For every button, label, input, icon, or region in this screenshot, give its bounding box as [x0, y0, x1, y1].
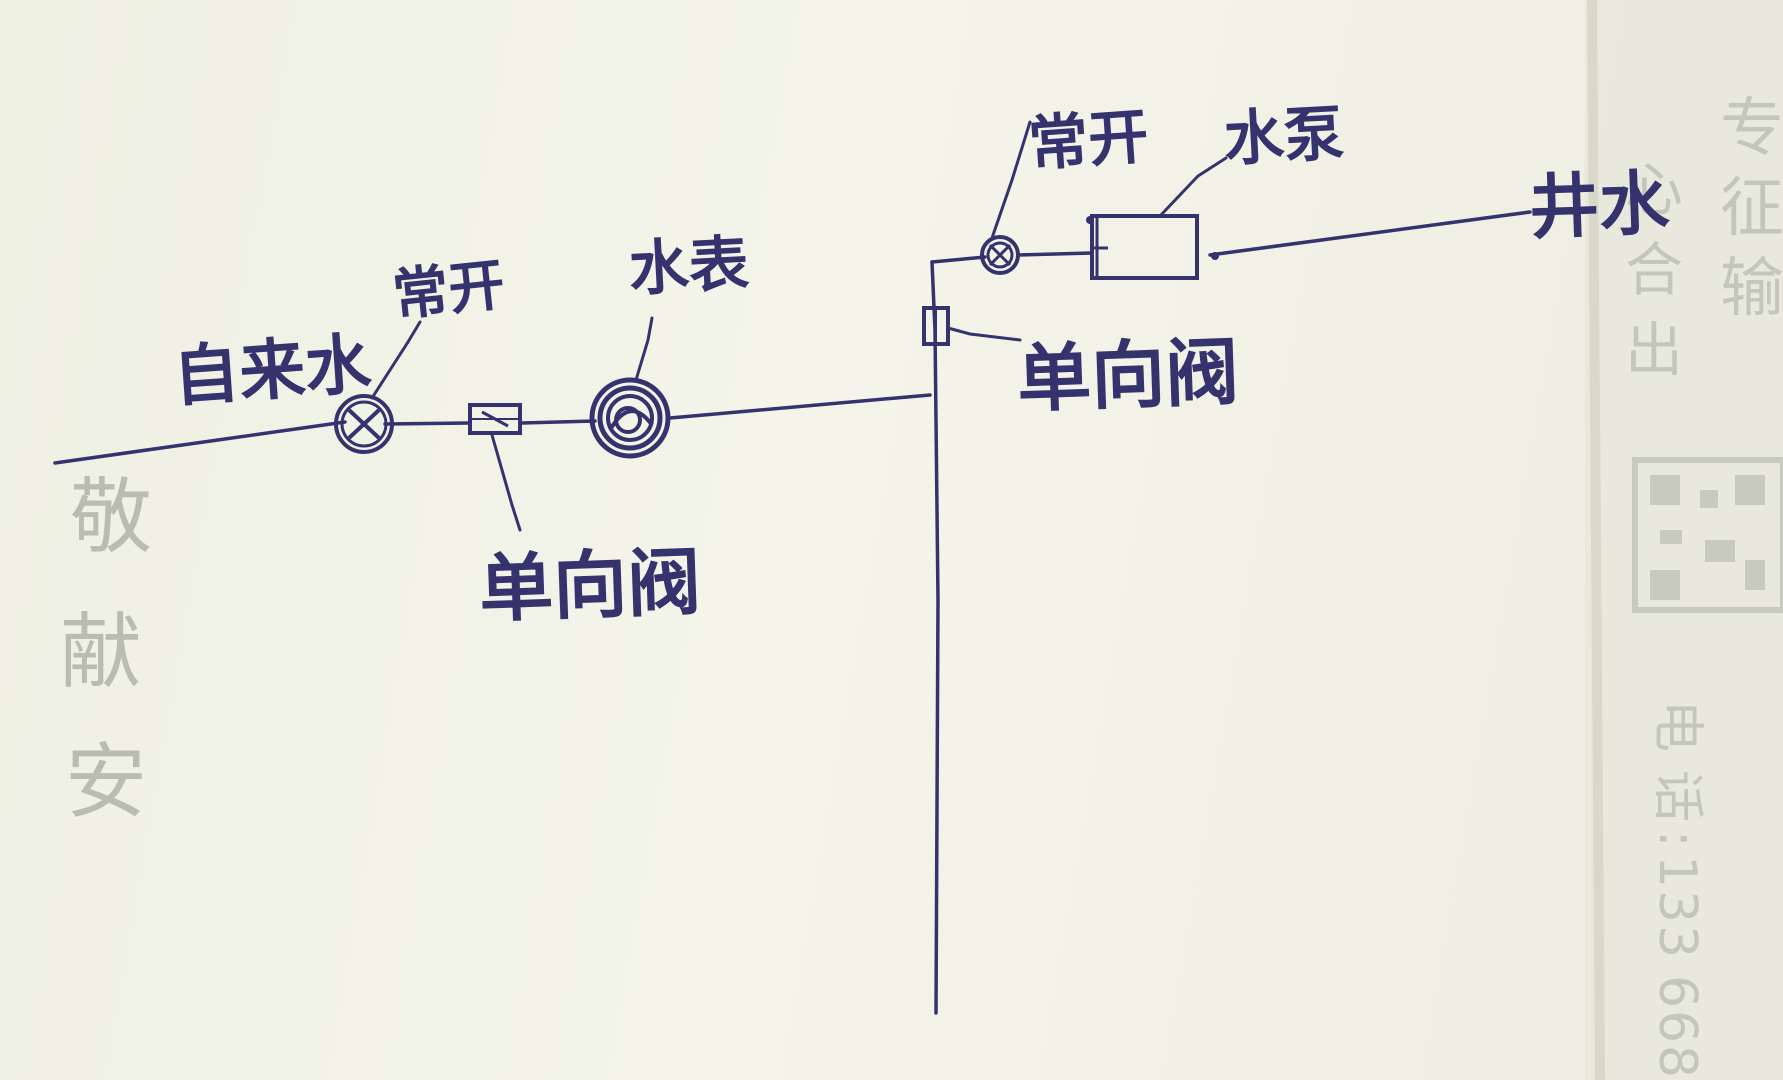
bleed-char: 征	[1720, 172, 1783, 246]
leader-line	[490, 433, 522, 532]
check-valve-right-symbol	[922, 306, 950, 346]
leader-line	[1158, 156, 1228, 218]
bleed-char: 心	[1625, 156, 1683, 224]
bleed-char: :	[1647, 830, 1707, 848]
label-tap-water: 自来水	[171, 325, 375, 416]
water-pump-symbol	[1086, 214, 1219, 280]
bleed-char: 献	[60, 605, 142, 700]
leader-line	[990, 120, 1032, 240]
leader-line	[946, 326, 1022, 342]
bleed-phone-line: 电 话 : 1 3 3 6 6 8 1	[1647, 700, 1707, 1078]
label-water-meter: 水表	[627, 229, 750, 305]
paper-fold-shadow	[1585, 0, 1783, 1080]
leader-line	[634, 316, 654, 382]
bleed-char: 1	[1647, 855, 1707, 888]
bleed-char: 3	[1647, 890, 1707, 923]
bleed-char: 敬	[70, 470, 152, 565]
bleed-through-left: 敬 献 安	[60, 470, 152, 830]
label-check-valve-left: 单向阀	[478, 539, 703, 633]
pipe-riser	[930, 260, 940, 1015]
bleed-char: 合	[1625, 236, 1683, 304]
pipes	[53, 210, 1532, 1015]
label-check-valve-right: 单向阀	[1016, 329, 1241, 423]
pipe-tap-inlet	[53, 420, 347, 465]
bleed-char: 8	[1647, 1045, 1707, 1078]
pipe-segment	[1016, 251, 1094, 257]
paper-fold-line	[1587, 0, 1605, 1080]
water-meter-symbol	[589, 377, 671, 459]
pipe-segment	[930, 255, 987, 264]
pipe-segment	[520, 419, 597, 425]
leader-line	[370, 320, 422, 400]
normally-open-valve-right	[980, 235, 1020, 275]
pipe-to-junction	[668, 393, 932, 420]
bleed-through-right: 专 征 输 心 合 出 电 话 : 1 3	[1625, 92, 1783, 1078]
label-normally-open-left: 常开	[390, 253, 508, 329]
bleed-char: 安	[65, 735, 147, 830]
pipe-segment	[383, 421, 472, 426]
bleed-char: 出	[1625, 316, 1683, 384]
bleed-char: 话	[1647, 770, 1707, 822]
bleed-char: 6	[1647, 975, 1707, 1008]
pipe-well-inlet	[1208, 210, 1532, 257]
check-valve-left-symbol	[468, 403, 522, 435]
bleed-char: 6	[1647, 1010, 1707, 1043]
bleed-char: 电	[1647, 700, 1707, 752]
label-well-water: 井水	[1528, 162, 1672, 249]
bleed-qr-code	[1632, 457, 1783, 613]
bleed-char: 3	[1647, 925, 1707, 958]
label-normally-open-right: 常开	[1026, 102, 1151, 180]
normally-open-valve-left	[334, 394, 394, 454]
label-water-pump: 水泵	[1222, 99, 1345, 175]
bleed-char: 输	[1720, 252, 1783, 326]
bleed-char: 专	[1720, 92, 1783, 166]
